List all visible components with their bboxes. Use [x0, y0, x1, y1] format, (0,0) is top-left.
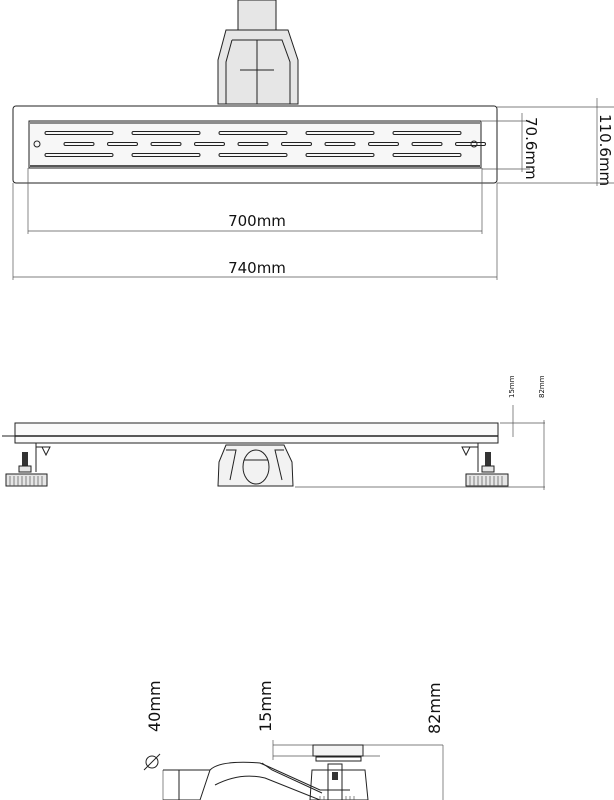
dim-700mm: 700mm — [228, 212, 286, 230]
grate-slot — [392, 131, 462, 135]
grate-slot — [131, 131, 201, 135]
end-view: 40mm 15mm 82mm — [143, 680, 444, 800]
diameter-icon — [143, 753, 161, 771]
grate-slot — [455, 142, 486, 146]
grate-slot — [368, 142, 399, 146]
grate — [28, 120, 482, 169]
grate-slot — [131, 153, 201, 157]
side-view: 15mm 82mm — [2, 375, 546, 490]
side-dim-82mm: 82mm — [538, 375, 546, 398]
foot-right — [461, 443, 509, 487]
top-view: 700mm 740mm 70.6mm 110.6mm — [12, 0, 614, 280]
grate-slot — [44, 153, 114, 157]
end-dim-15mm: 15mm — [256, 680, 275, 732]
trap-end — [309, 744, 369, 800]
dim-70-6mm: 70.6mm — [522, 117, 540, 180]
grate-slot — [392, 153, 462, 157]
channel-side — [14, 422, 499, 444]
grate-slot — [150, 142, 182, 146]
dim-110-6mm: 110.6mm — [596, 114, 614, 186]
grate-slot — [44, 131, 114, 135]
side-dim-15mm: 15mm — [508, 375, 516, 398]
grate-slot — [324, 142, 356, 146]
grate-slot — [305, 131, 375, 135]
outlet-neck — [217, 0, 299, 105]
grate-slot — [194, 142, 225, 146]
grate-slot — [305, 153, 375, 157]
foot-left — [5, 443, 51, 487]
grate-slot — [218, 131, 288, 135]
grate-slot — [107, 142, 138, 146]
dim-740mm: 740mm — [228, 259, 286, 277]
screw-left — [33, 140, 41, 148]
grate-slot — [281, 142, 312, 146]
grate-slot — [411, 142, 443, 146]
end-dim-82mm: 82mm — [425, 682, 444, 734]
grate-slot — [237, 142, 269, 146]
screw-right — [470, 140, 478, 148]
grate-slots — [44, 131, 486, 157]
grate-slot — [218, 153, 288, 157]
grate-slot — [63, 142, 95, 146]
channel-outer — [12, 105, 498, 184]
end-dim-40mm: 40mm — [145, 680, 164, 732]
outlet-pipe — [163, 761, 350, 800]
trap-body — [217, 444, 294, 487]
